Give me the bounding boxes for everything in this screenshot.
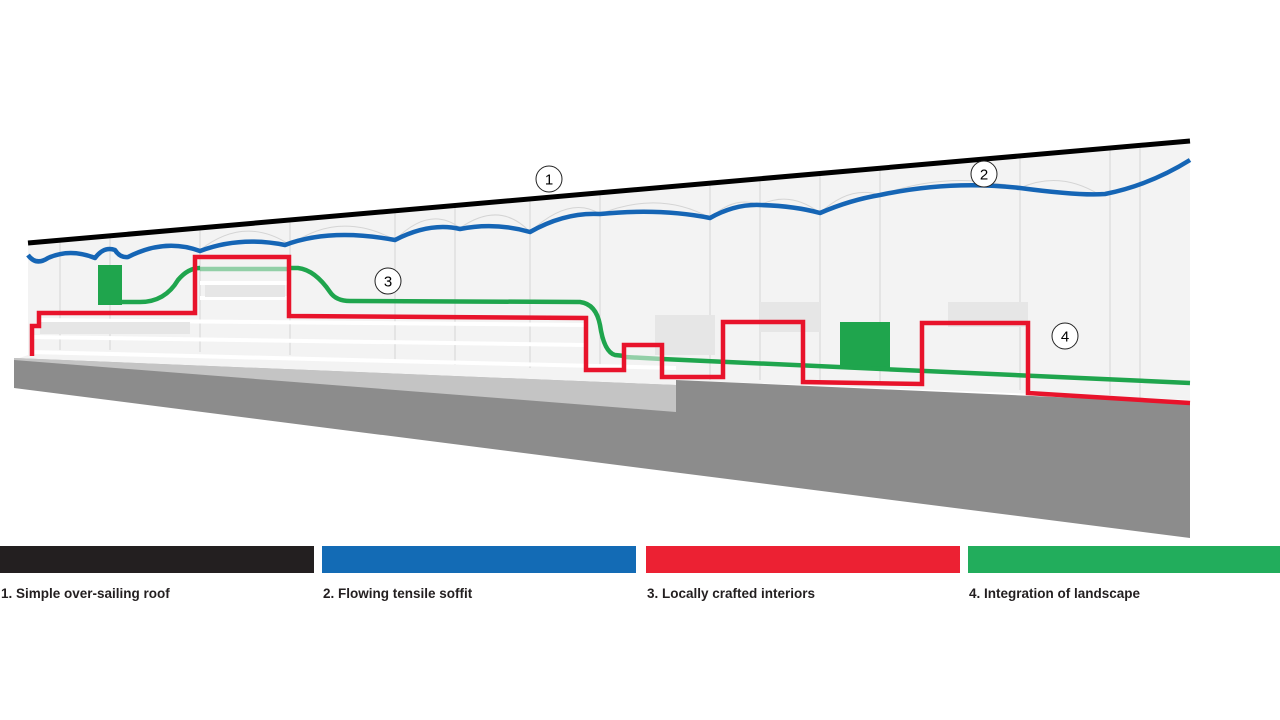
floor-slabs (29, 281, 677, 370)
basement-slab (14, 358, 676, 412)
legend-swatch-roof (0, 546, 314, 573)
callout-number: 4 (1061, 329, 1069, 346)
callout-number: 3 (384, 274, 392, 291)
callout-4: 4 (1051, 322, 1079, 350)
landscape-line (98, 265, 1191, 386)
legend-label-landscape: 4. Integration of landscape (969, 586, 1141, 601)
callout-1: 1 (535, 165, 563, 193)
legend-label-interiors: 3. Locally crafted interiors (647, 586, 816, 601)
callout-number: 1 (545, 172, 553, 189)
legend-label-roof: 1. Simple over-sailing roof (1, 586, 170, 601)
callout-2: 2 (970, 160, 998, 188)
legend-swatch-landscape (968, 546, 1280, 573)
callout-number: 2 (980, 167, 988, 184)
legend-swatch-interiors (646, 546, 960, 573)
interiors-line (29, 254, 1191, 406)
legend-swatch-soffit (322, 546, 636, 573)
ground-slab (14, 358, 1190, 538)
soffit-line (26, 158, 1192, 264)
roof-line (27, 138, 1191, 246)
legend-label-soffit: 2. Flowing tensile soffit (323, 586, 473, 601)
callout-3: 3 (374, 267, 402, 295)
